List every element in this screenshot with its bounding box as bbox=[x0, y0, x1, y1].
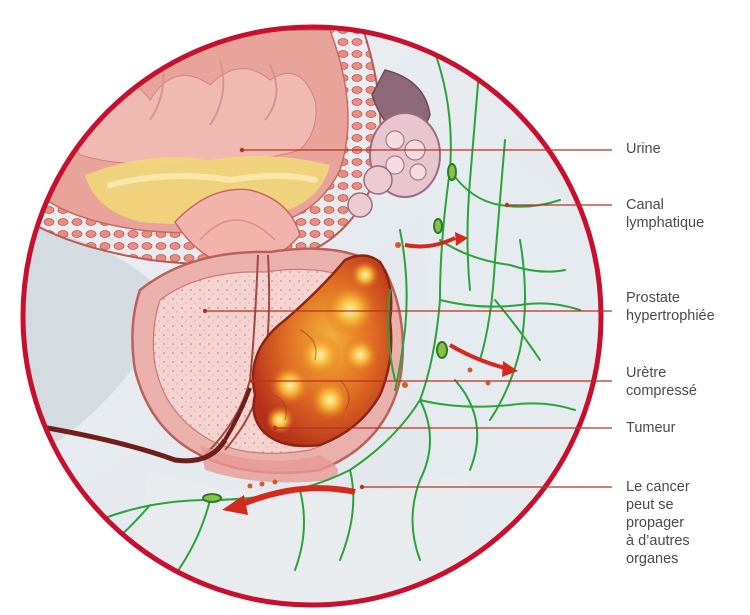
pelvic-wall-left bbox=[23, 220, 170, 460]
label-cancer-spread: Le cancer peut se propager à d’autres or… bbox=[626, 479, 690, 567]
duct-line bbox=[29, 422, 228, 464]
label-compressed-urethra: Urètre compressé bbox=[626, 365, 697, 399]
bladder bbox=[23, 27, 382, 269]
label-urine: Urine bbox=[626, 141, 661, 157]
label-tumor: Tumeur bbox=[626, 420, 676, 436]
label-enlarged-prostate: Prostate hypertrophiée bbox=[626, 290, 715, 324]
leader-lines bbox=[202, 147, 612, 490]
frame-circle bbox=[20, 24, 604, 608]
tumor bbox=[251, 254, 393, 448]
label-lymph-channel: Canal lymphatique bbox=[626, 197, 705, 231]
pelvic-floor bbox=[120, 470, 470, 605]
spread-arrows bbox=[222, 232, 518, 515]
urethra-path bbox=[204, 254, 259, 456]
seminal-vesicle bbox=[347, 69, 441, 218]
